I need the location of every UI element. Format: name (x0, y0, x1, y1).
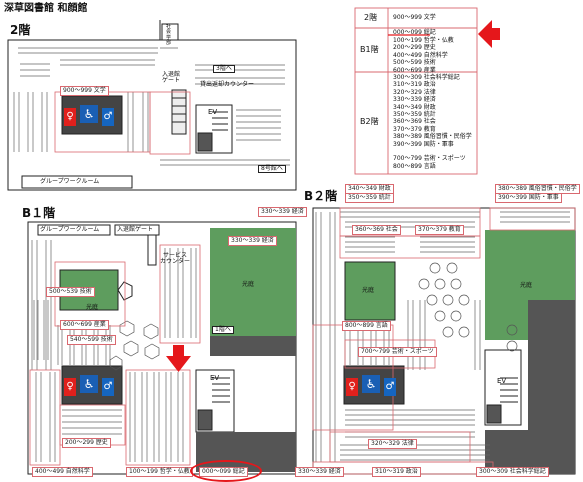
section-400-label[interactable]: 400〜499 自然科学 (32, 467, 93, 477)
section-320-label[interactable]: 320〜329 法律 (368, 439, 417, 449)
service-counter-label: サービス カウンター (160, 252, 191, 266)
section-370-label[interactable]: 370〜379 教育 (415, 225, 464, 235)
toilet-female-icon: ♀ (64, 378, 76, 396)
toilet-female-icon: ♀ (346, 378, 358, 396)
accessible-icon: ♿ (80, 375, 98, 393)
floor-2f-plan (7, 20, 297, 191)
b1-section-330-label[interactable]: 330〜339 経済 (228, 236, 277, 246)
to-1f-label[interactable]: 1階へ (212, 326, 234, 335)
ev-label-b2: EV (497, 377, 507, 385)
section-310-label[interactable]: 310〜319 政治 (372, 467, 421, 477)
legend-floor-b2: B2階 (360, 117, 379, 126)
toilet-male-icon: ♂ (102, 378, 114, 396)
section-700-label[interactable]: 700〜799 芸術・スポーツ (358, 347, 437, 357)
b2-light-well-label: 光庭 (520, 282, 533, 289)
section-390-label[interactable]: 390〜399 国防・軍事 (495, 193, 562, 203)
section-300-label[interactable]: 300〜309 社会科学総記 (476, 467, 549, 477)
dept-sign-label: 社 会 学 部 (166, 24, 172, 46)
to-3f-label[interactable]: 3階へ (213, 65, 235, 74)
ev-label-b1: EV (210, 374, 220, 382)
section-350-label[interactable]: 350〜359 統計 (345, 193, 394, 203)
legend-box (354, 7, 478, 175)
toilet-female-icon: ♀ (64, 108, 76, 126)
floor-b1-title: B１階 (22, 206, 56, 220)
b2-section-330b-label[interactable]: 330〜339 経済 (295, 467, 344, 477)
section-600-label[interactable]: 600〜699 産業 (60, 320, 109, 330)
legend-items-2f: 900〜999 文学 (393, 14, 436, 21)
section-360-label[interactable]: 360〜369 社会 (352, 225, 401, 235)
section-540-label[interactable]: 540〜599 技術 (67, 335, 116, 345)
group-work-room-2f: グループワークルーム (40, 178, 100, 185)
b2-section-330-label[interactable]: 330〜339 経済 (258, 207, 307, 217)
b2-small-light-well-label: 光庭 (362, 287, 375, 294)
b1-small-light-well-label: 光庭 (86, 304, 99, 311)
b1-group-work-room: グループワークルーム (40, 226, 100, 233)
counter-label: 貸出返却カウンター (200, 81, 255, 88)
to-bldg8-label[interactable]: 8号館へ (258, 165, 286, 174)
b1-entrance-gate: 入退館ゲート (117, 226, 154, 233)
toilet-male-icon: ♂ (384, 378, 396, 396)
toilet-male-icon: ♂ (102, 108, 114, 126)
floor-2f-title: 2階 (10, 23, 31, 37)
accessible-icon: ♿ (362, 375, 380, 393)
floor-b2-plan (312, 207, 576, 475)
entrance-gate-label: 入退館 ゲート (162, 71, 181, 85)
ev-label-2f: EV (208, 108, 218, 116)
legend-items-b1: 000〜099 総記 100〜199 哲学・仏教 200〜299 歴史 400〜… (393, 29, 454, 74)
legend-floor-b1: B1階 (360, 45, 379, 54)
b1-light-well-label: 光庭 (242, 281, 255, 288)
section-800-label[interactable]: 800〜899 言語 (342, 321, 391, 331)
section-900-label[interactable]: 900〜999 文学 (60, 86, 109, 96)
highlight-ellipse (190, 460, 262, 482)
accessible-icon: ♿ (80, 105, 98, 123)
section-200-label[interactable]: 200〜299 歴史 (62, 438, 111, 448)
section-500-label[interactable]: 500〜539 技術 (46, 287, 95, 297)
page-title: 深草図書館 和顔館 (4, 3, 88, 14)
legend-floor-2f: 2階 (364, 13, 378, 22)
section-100-label[interactable]: 100〜199 哲学・仏教 (126, 467, 193, 477)
floor-b2-title: B２階 (304, 189, 338, 203)
legend-items-b2: 300〜309 社会科学総記 310〜319 政治 320〜329 法律 330… (393, 74, 472, 170)
